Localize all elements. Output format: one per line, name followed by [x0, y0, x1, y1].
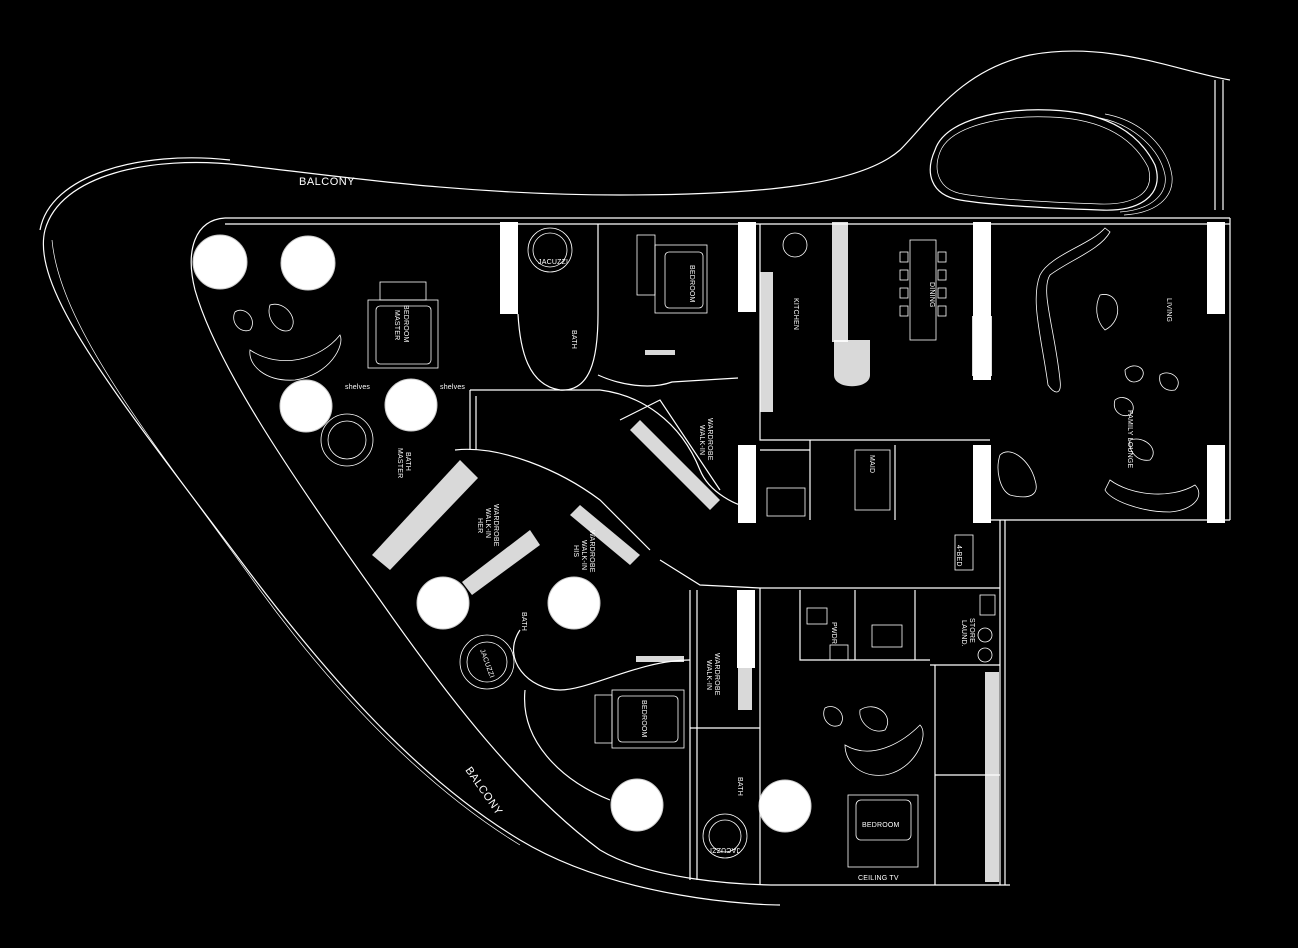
furniture [233, 227, 1200, 868]
her-wardrobe-label-1: HER [476, 518, 483, 533]
his-wardrobe-label-1: HIS [572, 545, 579, 557]
living-label: LIVING [1165, 298, 1172, 322]
master-bath-label-1: MASTER [396, 448, 403, 478]
powder-label: PWDR [830, 622, 837, 644]
bedroom-2-label: BEDROOM [640, 700, 647, 738]
family-lounge-label: FAMILY LOUNGE [1126, 410, 1133, 468]
column-1 [192, 234, 248, 290]
column-2 [280, 235, 336, 291]
building-envelope [190, 217, 1231, 886]
bedroom-1-label: BEDROOM [688, 265, 695, 303]
maid-label: MAID [868, 455, 875, 473]
balcony-outline [39, 50, 1231, 906]
shelves-label-2: shelves [440, 384, 465, 391]
ceiling-tv-label: CEILING TV [858, 875, 899, 882]
her-wardrobe-label-3: WARDROBE [492, 504, 499, 547]
laund-store-label-2: STORE [968, 618, 975, 643]
shelves-label-1: shelves [345, 384, 370, 391]
his-wardrobe-label-2: WALK-IN [580, 540, 587, 570]
bath-1-label: BATH [570, 330, 577, 349]
balcony-top-label: BALCONY [299, 176, 355, 188]
master-bedroom-label-1: MASTER [393, 310, 400, 340]
column-7 [610, 778, 664, 832]
bed-tag-label: 4-BED [955, 545, 962, 567]
kitchen-label: KITCHEN [792, 298, 799, 330]
his-wardrobe-label-3: WARDROBE [588, 530, 595, 573]
walkin-2-label-2: WARDROBE [713, 653, 720, 696]
her-wardrobe-label-2: WALK-IN [484, 508, 491, 538]
bedroom-3-label: BEDROOM [862, 822, 900, 829]
jacuzzi-3-label: JACUZZI [710, 846, 740, 853]
bath-3-label: BATH [736, 777, 743, 796]
laund-store-label-1: LAUND. [960, 620, 967, 647]
column-8 [758, 779, 812, 833]
walkin-2-label-1: WALK-IN [705, 660, 712, 690]
columns [192, 234, 812, 833]
column-4 [384, 378, 438, 432]
dining-label: DINING [928, 282, 935, 308]
bath-2-label: BATH [520, 612, 527, 631]
column-3 [279, 379, 333, 433]
column-5 [416, 576, 470, 630]
column-6 [547, 576, 601, 630]
walkin-1-label-1: WALK-IN [698, 425, 705, 455]
master-bedroom-label-2: BEDROOM [402, 305, 409, 343]
pool [929, 109, 1173, 216]
master-bath-label-2: BATH [404, 452, 411, 471]
millwork [372, 222, 999, 882]
walkin-1-label-2: WARDROBE [706, 418, 713, 461]
jacuzzi-1-label: JACUZZI [538, 259, 568, 266]
